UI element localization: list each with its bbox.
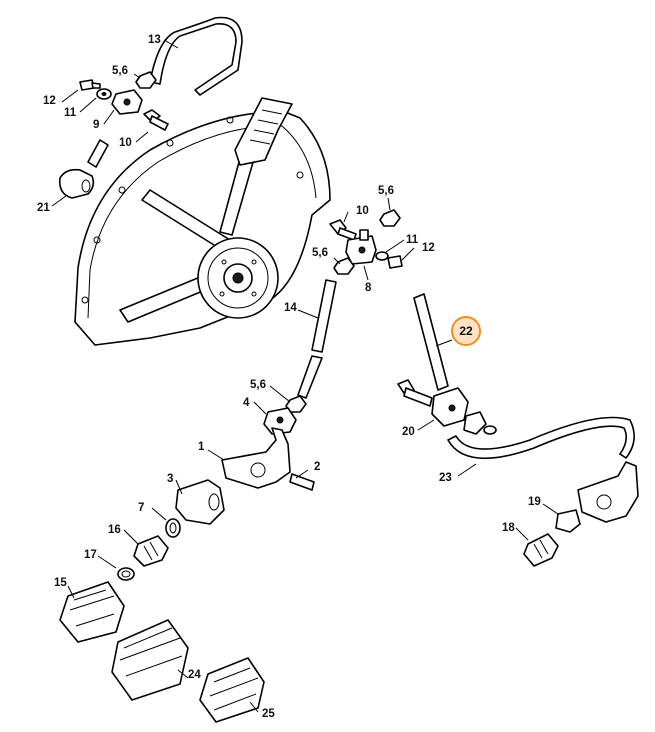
label-11-a: 11 [64,107,77,119]
highlight-circle-22 [451,316,481,346]
nut-5-6-mid [333,257,355,275]
label-10-b: 10 [356,205,369,217]
label-10-a: 10 [119,137,132,149]
label-11-b: 11 [406,234,419,246]
label-23: 23 [439,472,452,484]
bolt-20 [397,379,433,407]
label-15: 15 [54,577,67,589]
hose-22 [413,293,449,391]
washer-11-top [96,88,112,100]
bracket-19 [577,461,639,523]
bolt-10-top [143,109,169,131]
label-7: 7 [138,502,144,514]
label-5-6-c: 5,6 [312,247,328,259]
nut-19 [555,509,581,533]
leader-lines [51,39,559,713]
fitting-3 [175,479,225,525]
fitting-16 [133,535,169,567]
hose-23 [447,416,635,460]
washer-11-right [375,251,389,261]
coupling-15 [59,581,125,643]
t-connector-8 [345,229,377,265]
nut-20 [463,411,487,435]
screw-12-top [79,79,101,91]
label-9: 9 [93,119,99,131]
label-24: 24 [188,669,201,681]
label-12-a: 12 [43,95,56,107]
label-25: 25 [262,708,275,720]
label-22: 22 [459,324,473,338]
bolt-10-right [329,219,357,241]
label-20: 20 [402,426,415,438]
label-8: 8 [365,282,372,294]
o-ring-17 [117,567,135,581]
callouts: 13 5,6 12 11 9 10 21 5,6 10 11 12 5,6 8 … [37,34,541,720]
label-12-b: 12 [422,242,435,254]
nut-5-6-top [135,71,157,89]
label-5-6-b: 5,6 [378,185,394,197]
label-5-6-a: 5,6 [112,65,128,77]
screw-2 [289,473,315,491]
nozzle-21 [58,168,95,199]
label-13: 13 [148,34,161,46]
o-ring-7 [165,518,181,538]
label-14: 14 [284,302,297,314]
label-18: 18 [502,522,515,534]
label-21: 21 [37,202,50,214]
screw-12-right [387,255,403,269]
label-5-6-d: 5,6 [250,379,266,391]
nut-5-6-right [379,209,401,227]
blade-guard [74,97,331,346]
fitting-9 [111,89,143,115]
hose-piece-21 [87,139,109,168]
hose-14 [297,279,337,399]
bracket-1 [221,427,291,489]
washer-20 [483,425,497,435]
label-4: 4 [243,397,250,409]
coupling-25 [199,657,265,723]
fitting-18 [523,533,559,567]
label-17: 17 [84,549,97,561]
label-19: 19 [528,496,541,508]
label-1: 1 [198,441,205,453]
elbow-fitting-20 [431,387,469,427]
nut-5-6-lower [285,395,307,413]
label-3: 3 [167,473,173,485]
label-2: 2 [314,461,320,473]
coupling-24 [111,619,189,701]
label-16: 16 [108,524,121,536]
hose-13 [149,16,243,96]
